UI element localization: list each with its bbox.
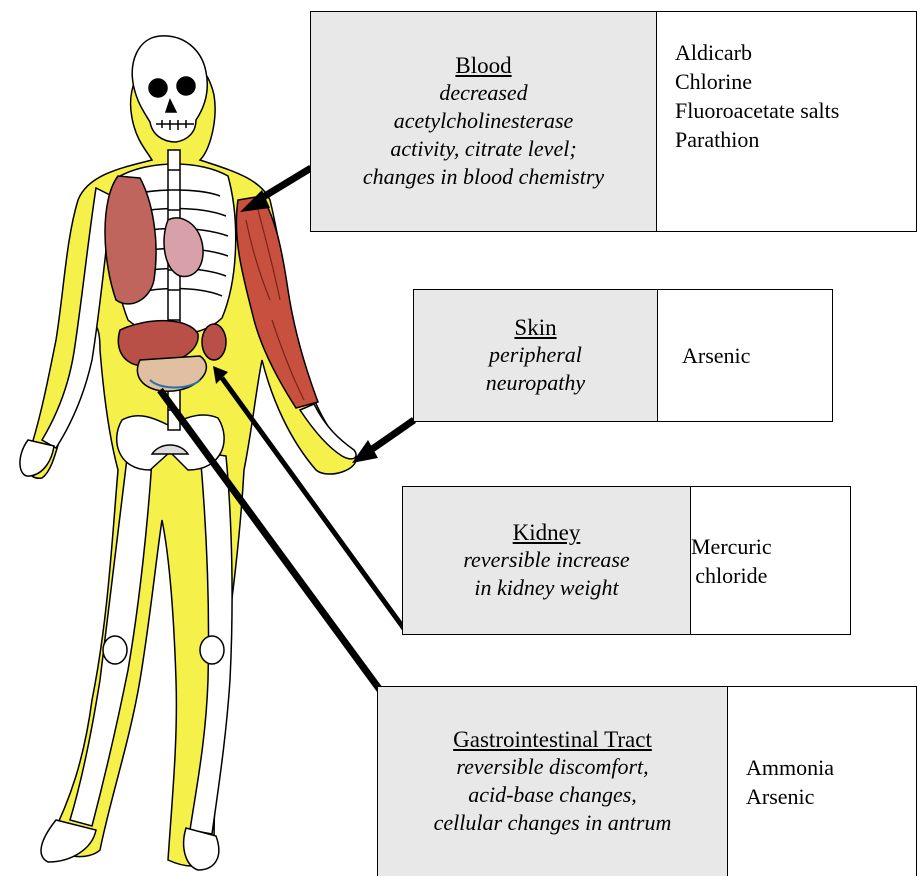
- kidney-effect-cell: Kidney reversible increase in kidney wei…: [403, 487, 691, 634]
- effect-line: neuropathy: [486, 369, 585, 397]
- blood-chemicals-cell: Aldicarb Chlorine Fluoroacetate salts Pa…: [657, 12, 839, 231]
- effect-line: cellular changes in antrum: [434, 809, 672, 837]
- organ-label-skin: Skin: [514, 314, 556, 341]
- blood-box: Blood decreased acetylcholinesterase act…: [310, 11, 917, 232]
- effect-line: activity, citrate level;: [390, 135, 576, 163]
- chemical-name: Parathion: [675, 125, 839, 154]
- kidney-chemicals-cell: Mercuric chloride: [691, 487, 772, 634]
- chemical-name: Aldicarb: [675, 38, 839, 67]
- gastrointestinal-chemicals-cell: Ammonia Arsenic: [728, 687, 834, 876]
- chemical-name: Mercuric: [691, 532, 772, 561]
- chemical-name: Arsenic: [746, 782, 834, 811]
- kidney-box: Kidney reversible increase in kidney wei…: [402, 486, 851, 635]
- effect-line: reversible discomfort,: [456, 753, 648, 781]
- chemical-name: Chlorine: [675, 67, 839, 96]
- gastrointestinal-effect-cell: Gastrointestinal Tract reversible discom…: [378, 687, 728, 876]
- effect-line: acetylcholinesterase: [394, 107, 574, 135]
- effect-line: decreased: [439, 79, 527, 107]
- effect-line: acid-base changes,: [468, 781, 637, 809]
- organ-label-blood: Blood: [455, 52, 511, 79]
- organ-label-gastrointestinal: Gastrointestinal Tract: [453, 726, 652, 753]
- gastrointestinal-box: Gastrointestinal Tract reversible discom…: [377, 686, 917, 876]
- effect-line: peripheral: [489, 341, 582, 369]
- skin-chemicals-cell: Arsenic: [658, 290, 750, 421]
- skin-box: Skin peripheral neuropathy Arsenic: [413, 289, 833, 422]
- effect-line: reversible increase: [463, 546, 629, 574]
- chemical-name: Fluoroacetate salts: [675, 96, 839, 125]
- skin-effect-cell: Skin peripheral neuropathy: [414, 290, 658, 421]
- organ-label-kidney: Kidney: [513, 519, 581, 546]
- chemical-name: Ammonia: [746, 753, 834, 782]
- blood-effect-cell: Blood decreased acetylcholinesterase act…: [311, 12, 657, 231]
- chemical-name: Arsenic: [682, 341, 750, 370]
- effect-line: changes in blood chemistry: [363, 163, 604, 191]
- chemical-name: chloride: [695, 561, 767, 590]
- effect-line: in kidney weight: [474, 574, 618, 602]
